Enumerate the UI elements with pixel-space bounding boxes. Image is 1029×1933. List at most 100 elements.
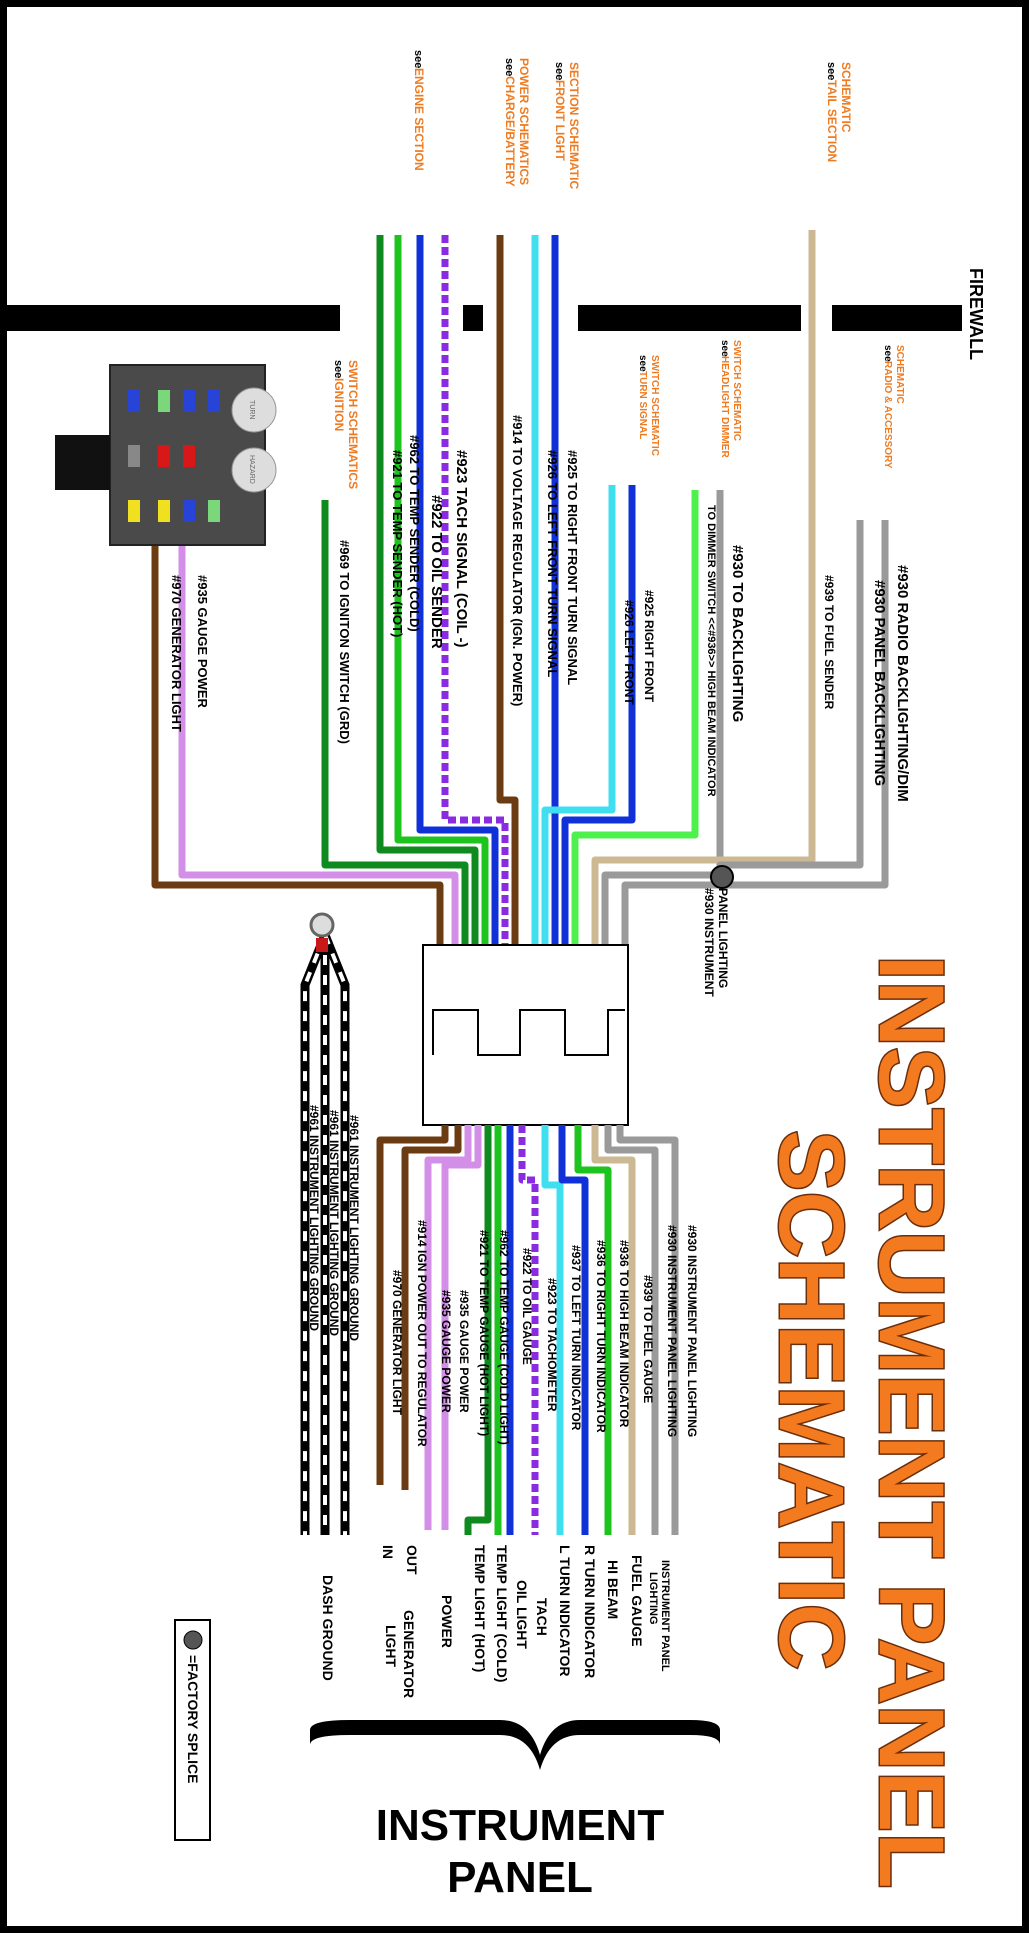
instrument-panel-label-2: PANEL — [447, 1853, 593, 1902]
see-ref-radio: see RADIO & ACCESSORY SCHEMATIC — [882, 345, 905, 469]
svg-text:see: see — [553, 62, 565, 80]
svg-text:FRONT LIGHT: FRONT LIGHT — [553, 80, 567, 161]
label-962-temp-gauge-cold: #962 TO TEMP GAUGE (COLD LIGHT) — [497, 1230, 511, 1445]
wire-dkgreen-969 — [321, 500, 469, 945]
wire-pink-935b — [441, 1125, 482, 1530]
wire-purple-923-out — [518, 1125, 539, 1535]
legend-text: =FACTORY SPLICE — [185, 1655, 201, 1784]
fn-out: OUT — [404, 1545, 420, 1575]
wire-cyan-937-out — [541, 1125, 564, 1535]
splice-label: #930 INSTRUMENT PANEL LIGHTING — [702, 888, 730, 997]
fuse — [183, 500, 195, 522]
fuse — [128, 500, 140, 522]
see-ref-front-light: see FRONT LIGHT SECTION SCHEMATIC — [553, 62, 581, 189]
svg-text:see: see — [332, 360, 344, 378]
label-923-tach: #923 TACH SIGNAL (COIL -) — [453, 450, 470, 648]
label-962-temp-cold: #962 TO TEMP SENDER (COLD) — [407, 435, 422, 632]
label-936-dimmer: TO DIMMER SWITCH <<#936>> HIGH BEAM INDI… — [705, 505, 717, 797]
svg-text:see: see — [719, 340, 730, 357]
wire-brown-914-out — [401, 1125, 462, 1490]
wire-pink-935a — [424, 1125, 472, 1530]
label-961-ground: #961 INSTRUMENT LIGHTING GROUND — [347, 1115, 361, 1341]
fuse — [183, 445, 195, 467]
wire-dkgreen-921-out — [464, 1125, 492, 1535]
label-930-backlighting: #930 TO BACKLIGHTING — [729, 545, 746, 722]
bracket-shape — [310, 1720, 720, 1770]
lower-wire-labels: #970 GENERATOR LIGHT #914 IGN POWER OUT … — [390, 1220, 699, 1447]
label-937-left-turn: #937 TO LEFT TURN INDICATOR — [569, 1245, 583, 1431]
title: INSTRUMENT PANEL SCHEMATIC — [759, 954, 964, 1891]
label-936-high-beam: #936 TO HIGH BEAM INDICATOR — [617, 1240, 631, 1428]
fn-temp-cold: TEMP LIGHT (COLD) — [494, 1545, 510, 1682]
fn-dash-ground: DASH GROUND — [320, 1575, 336, 1681]
see-ref-charge: see CHARGE/BATTERY POWER SCHEMATICS — [503, 58, 531, 187]
ring-terminal — [309, 912, 335, 938]
hazard-flasher-label: HAZARD — [248, 455, 255, 484]
fn-light: LIGHT — [383, 1625, 399, 1667]
fuse — [158, 500, 170, 522]
legend: =FACTORY SPLICE — [174, 1619, 211, 1841]
fn-in: IN — [380, 1545, 396, 1559]
instrument-panel-label-1: INSTRUMENT — [376, 1801, 665, 1850]
svg-text:PANEL LIGHTING: PANEL LIGHTING — [716, 888, 730, 988]
fuse — [158, 390, 170, 412]
wire-gray-930a — [604, 1125, 659, 1535]
fn-power: POWER — [439, 1595, 455, 1648]
fn-generator: GENERATOR — [401, 1610, 417, 1698]
label-926-left-front: #926 LEFT FRONT — [622, 600, 636, 705]
firewall: FIREWALL — [0, 268, 986, 360]
label-921-temp-hot: #921 TO TEMP SENDER (HOT) — [390, 450, 405, 637]
label-921-temp-gauge-hot: #921 TO TEMP GAUGE (HOT LIGHT) — [477, 1230, 491, 1436]
wire-dkgreen-921 — [376, 235, 479, 945]
title-line2: SCHEMATIC — [760, 1130, 862, 1670]
firewall-segment — [578, 305, 801, 331]
label-930-ip-lighting: #930 INSTRUMENT PANEL LIGHTING — [685, 1225, 699, 1437]
label-923-tachometer: #923 TO TACHOMETER — [545, 1278, 559, 1412]
see-references: see ENGINE SECTION see CHARGE/BATTERY PO… — [332, 50, 905, 489]
label-939-fuel-sender: #939 TO FUEL SENDER — [822, 575, 836, 710]
label-935-gauge-power: #935 GAUGE POWER — [457, 1290, 471, 1413]
wire-brown-970-out — [376, 1125, 449, 1485]
firewall-segment — [0, 305, 340, 331]
firewall-label: FIREWALL — [966, 268, 986, 360]
fn-ip-lighting-2: LIGHTING — [647, 1572, 659, 1625]
fuse — [128, 445, 140, 467]
svg-text:HEADLIGHT DIMMER: HEADLIGHT DIMMER — [719, 356, 730, 458]
fuse-block: TURN HAZARD — [55, 364, 277, 546]
svg-text:SCHEMATIC: SCHEMATIC — [839, 62, 853, 133]
wire-blue-922 — [416, 235, 499, 945]
connector-body — [422, 944, 629, 1126]
wire-gray-930-splice — [601, 871, 720, 945]
label-969-ign-switch: #969 TO IGNITON SWITCH (GRD) — [337, 540, 352, 744]
svg-text:ENGINE SECTION: ENGINE SECTION — [412, 68, 426, 171]
label-939-fuel-gauge: #939 TO FUEL GAUGE — [641, 1275, 655, 1403]
connector — [422, 944, 629, 1126]
fn-fuel-gauge: FUEL GAUGE — [629, 1555, 645, 1647]
wire-blue-936-out — [558, 1125, 589, 1535]
wire-green-962 — [394, 235, 489, 945]
fn-l-turn: L TURN INDICATOR — [557, 1545, 573, 1676]
wire-brown-914 — [496, 235, 519, 945]
firewall-segment — [463, 305, 483, 331]
ground-labels: #961 INSTRUMENT LIGHTING GROUND #961 INS… — [307, 1105, 361, 1341]
fuse-block-connector — [55, 435, 110, 490]
wire-purple-923 — [441, 235, 509, 945]
title-line1: INSTRUMENT PANEL — [860, 955, 962, 1889]
wire-gray-930-radio — [621, 520, 889, 945]
svg-text:IGNITION: IGNITION — [332, 378, 346, 431]
svg-text:see: see — [825, 62, 837, 80]
label-970-gen-light: #970 GENERATOR LIGHT — [169, 575, 184, 732]
wire-tan-939 — [591, 230, 816, 945]
label-922-oil: #922 TO OIL SENDER — [428, 495, 445, 649]
label-925-rf-turn: #925 TO RIGHT FRONT TURN SIGNAL — [565, 450, 580, 685]
label-930-panel-backlighting: #930 PANEL BACKLIGHTING — [871, 580, 888, 786]
turn-flasher — [231, 387, 277, 433]
wire-blue-925-rf — [561, 485, 636, 945]
svg-text:#930 INSTRUMENT: #930 INSTRUMENT — [702, 888, 716, 997]
svg-text:SWITCH SCHEMATICS: SWITCH SCHEMATICS — [346, 360, 360, 489]
svg-text:CHARGE/BATTERY: CHARGE/BATTERY — [503, 76, 517, 187]
label-922-oil-gauge: #922 TO OIL GAUGE — [520, 1248, 534, 1365]
label-926-lf-turn: #926 TO LEFT FRONT TURN SIGNAL — [545, 450, 560, 677]
fn-hi-beam: HI BEAM — [605, 1560, 621, 1619]
